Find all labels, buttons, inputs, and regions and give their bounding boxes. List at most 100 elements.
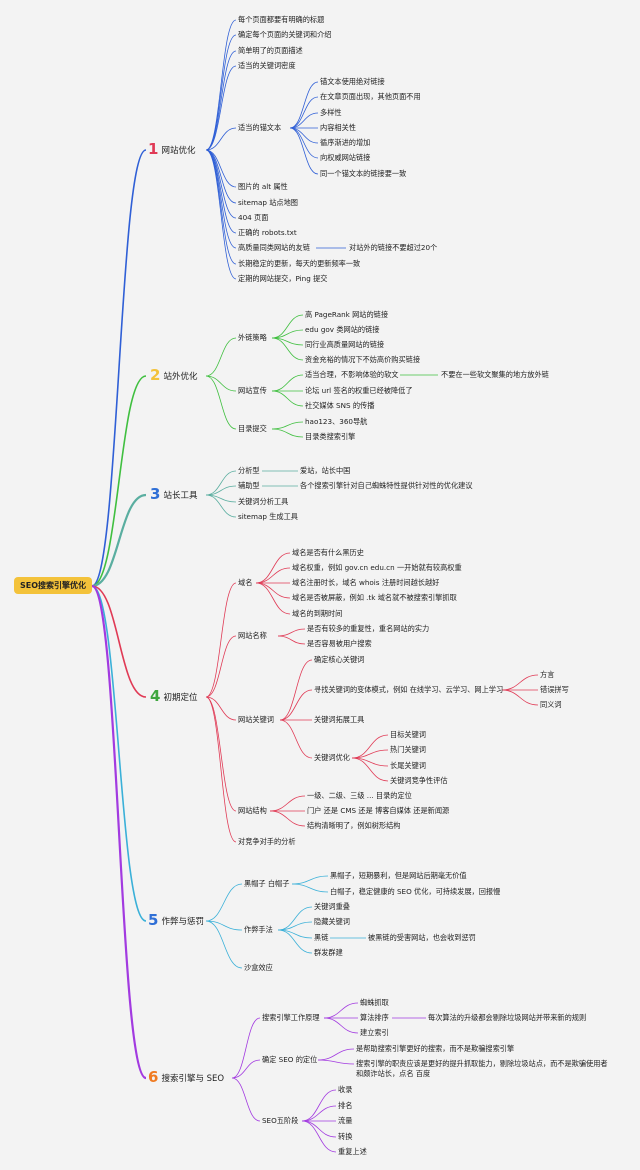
branch-2-node[interactable]: 2 站外优化 — [150, 368, 197, 383]
b3-item[interactable]: sitemap 生成工具 — [238, 512, 298, 521]
b3-item[interactable]: 辅助型 — [238, 481, 260, 490]
b4-item[interactable]: 对竞争对手的分析 — [238, 837, 296, 846]
b4-kw-sub[interactable]: 寻找关键词的变体模式，例如 在线学习、云学习、网上学习 — [314, 685, 504, 694]
connector-line — [205, 19, 237, 151]
branch-5-node[interactable]: 5 作弊与惩罚 — [148, 913, 204, 928]
b2-dir-sub[interactable]: 目录类搜索引擎 — [305, 432, 356, 441]
b4-struct-sub[interactable]: 结构清晰明了，例如树形结构 — [307, 821, 401, 830]
root-node[interactable]: SEO搜索引擎优化 — [14, 577, 92, 594]
b3-analysis-note[interactable]: 爱站，站长中国 — [300, 466, 351, 475]
b1-anchor-sub[interactable]: 循序渐进的增加 — [320, 138, 371, 147]
b2-promo-sub[interactable]: 适当合理，不影响体验的软文 — [305, 370, 399, 379]
b6-algo-note[interactable]: 每次算法的升级都会剔除垃圾网站并带来新的规则 — [428, 1013, 587, 1022]
b1-item[interactable]: 长期稳定的更新，每天的更新频率一致 — [238, 259, 361, 268]
b1-item[interactable]: 定期的网站提交，Ping 提交 — [238, 274, 328, 283]
b2-softtext-note[interactable]: 不要在一些软文聚集的地方放外链 — [441, 370, 549, 379]
b6-stage-sub[interactable]: 重复上述 — [338, 1147, 367, 1156]
b2-item[interactable]: 网站宣传 — [238, 386, 267, 395]
b6-work-sub[interactable]: 算法排序 — [360, 1013, 389, 1022]
b1-item[interactable]: 高质量同类网站的友链 — [238, 243, 310, 252]
b4-kwopt-sub[interactable]: 目标关键词 — [390, 730, 426, 739]
b4-name-sub[interactable]: 是否容易被用户搜索 — [307, 639, 372, 648]
b6-pos-sub[interactable]: 搜索引擎的职责应该是更好的提升抓取能力，剔除垃圾站点，而不是欺骗使用者 — [356, 1059, 608, 1068]
b1-item[interactable]: 404 页面 — [238, 213, 269, 222]
b1-item[interactable]: 确定每个页面的关键词和介绍 — [238, 30, 332, 39]
b5-cheat-sub[interactable]: 隐藏关键词 — [314, 917, 350, 926]
branch-4-node[interactable]: 4 初期定位 — [150, 689, 197, 704]
b5-item[interactable]: 黑帽子 白帽子 — [244, 879, 290, 888]
b4-kw-sub[interactable]: 关键词拓展工具 — [314, 715, 365, 724]
b2-link-sub[interactable]: 资金充裕的情况下不妨高价购买链接 — [305, 355, 421, 364]
b4-variant-sub[interactable]: 方言 — [540, 670, 555, 679]
b2-promo-sub[interactable]: 论坛 url 签名的权重已经被降低了 — [305, 386, 413, 395]
b2-promo-sub[interactable]: 社交媒体 SNS 的传播 — [305, 401, 375, 410]
b6-work-sub[interactable]: 建立索引 — [360, 1028, 389, 1037]
b4-variant-sub[interactable]: 错误拼写 — [540, 685, 569, 694]
connector-line — [271, 314, 304, 339]
b1-item[interactable]: 适当的关键词密度 — [238, 61, 296, 70]
b4-kw-sub[interactable]: 确定核心关键词 — [314, 655, 365, 664]
b4-domain-sub[interactable]: 域名的到期时间 — [292, 609, 343, 618]
b1-anchor-sub[interactable]: 内容相关性 — [320, 123, 356, 132]
b4-struct-sub[interactable]: 门户 还是 CMS 还是 博客自媒体 还是新闻源 — [307, 806, 450, 815]
b5-hat-sub[interactable]: 黑帽子，短期暴利，但是网站后期毫无价值 — [330, 871, 467, 880]
b1-anchor-sub[interactable]: 在文章页面出现，其他页面不用 — [320, 92, 421, 101]
branch-1-node[interactable]: 1 网站优化 — [148, 142, 195, 157]
branch-6-node[interactable]: 6 搜索引擎与 SEO — [148, 1070, 224, 1085]
b4-item[interactable]: 网站名称 — [238, 631, 267, 640]
b2-link-sub[interactable]: 高 PageRank 网站的链接 — [305, 310, 389, 319]
b1-item[interactable]: 简单明了的页面描述 — [238, 46, 303, 55]
b1-anchor-sub[interactable]: 多样性 — [320, 108, 342, 117]
b6-pos-sub[interactable]: 是帮助搜索引擎更好的搜索，而不是欺骗搜索引擎 — [356, 1044, 515, 1053]
b4-kwopt-sub[interactable]: 关键词竞争性评估 — [390, 776, 448, 785]
b6-stage-sub[interactable]: 流量 — [338, 1116, 353, 1125]
b1-item[interactable]: 适当的锚文本 — [238, 123, 282, 132]
b1-item[interactable]: 每个页面都要有明确的标题 — [238, 15, 325, 24]
b4-domain-sub[interactable]: 域名是否有什么黑历史 — [292, 548, 364, 557]
b4-domain-sub[interactable]: 域名注册时长，域名 whois 注册时间越长越好 — [292, 578, 440, 587]
b5-cheat-sub[interactable]: 黑链 — [314, 933, 329, 942]
b6-stage-sub[interactable]: 排名 — [338, 1101, 353, 1110]
b4-variant-sub[interactable]: 同义词 — [540, 700, 562, 709]
b6-item[interactable]: 搜索引擎工作原理 — [262, 1013, 320, 1022]
b4-struct-sub[interactable]: 一级、二级、三级 ... 目录的定位 — [307, 791, 412, 800]
b1-anchor-sub[interactable]: 向权威网站链接 — [320, 153, 371, 162]
b4-name-sub[interactable]: 是否有较多的重复性，重名网站的实力 — [307, 624, 430, 633]
b4-domain-sub[interactable]: 域名权重，例如 gov.cn edu.cn 一开始就有较高权重 — [292, 563, 462, 572]
b1-item[interactable]: sitemap 站点地图 — [238, 198, 298, 207]
b1-friend-note[interactable]: 对站外的链接不要超过20个 — [349, 243, 438, 252]
b6-work-sub[interactable]: 蜘蛛抓取 — [360, 998, 389, 1007]
b5-blacklink-note[interactable]: 被黑链的受害网站，也会收到惩罚 — [368, 933, 476, 942]
b4-item[interactable]: 网站结构 — [238, 806, 267, 815]
branch-3-node[interactable]: 3 站长工具 — [150, 487, 197, 502]
b2-link-sub[interactable]: 同行业高质量网站的链接 — [305, 340, 385, 349]
b5-item[interactable]: 沙盒效应 — [244, 963, 273, 972]
b3-item[interactable]: 关键词分析工具 — [238, 497, 289, 506]
b3-aux-note[interactable]: 各个搜索引擎针对自己蜘蛛特性提供针对性的优化建议 — [300, 481, 473, 490]
b2-item[interactable]: 目录提交 — [238, 424, 267, 433]
b1-anchor-sub[interactable]: 锚文本使用绝对链接 — [320, 77, 385, 86]
b6-stage-sub[interactable]: 转换 — [338, 1132, 353, 1141]
b5-hat-sub[interactable]: 白帽子，稳定健康的 SEO 优化，可持续发展，回报慢 — [330, 887, 501, 896]
b1-item[interactable]: 图片的 alt 属性 — [238, 182, 288, 191]
b2-link-sub[interactable]: edu gov 类网站的链接 — [305, 325, 380, 334]
b2-dir-sub[interactable]: hao123、360导航 — [305, 417, 368, 426]
b6-pos-sub[interactable]: 和颇诈站长，点名 百度 — [356, 1069, 431, 1078]
b2-item[interactable]: 外链策略 — [238, 333, 267, 342]
b5-item[interactable]: 作弊手法 — [244, 925, 273, 934]
b5-cheat-sub[interactable]: 群发群建 — [314, 948, 343, 957]
b3-item[interactable]: 分析型 — [238, 466, 260, 475]
b4-kw-sub[interactable]: 关键词优化 — [314, 753, 350, 762]
b4-item[interactable]: 网站关键词 — [238, 715, 274, 724]
b6-stage-sub[interactable]: 收录 — [338, 1085, 353, 1094]
b4-kwopt-sub[interactable]: 长尾关键词 — [390, 761, 426, 770]
b1-item[interactable]: 正确的 robots.txt — [238, 228, 297, 237]
connector-line — [279, 719, 313, 759]
b6-item[interactable]: 确定 SEO 的定位 — [262, 1055, 318, 1064]
b6-item[interactable]: SEO五阶段 — [262, 1116, 299, 1125]
b4-domain-sub[interactable]: 域名是否被屏蔽，例如 .tk 域名就不被搜索引擎抓取 — [292, 593, 457, 602]
b1-anchor-sub[interactable]: 同一个锚文本的链接要一致 — [320, 169, 407, 178]
b5-cheat-sub[interactable]: 关键词重叠 — [314, 902, 350, 911]
b4-kwopt-sub[interactable]: 热门关键词 — [390, 745, 426, 754]
b4-item[interactable]: 域名 — [238, 578, 253, 587]
